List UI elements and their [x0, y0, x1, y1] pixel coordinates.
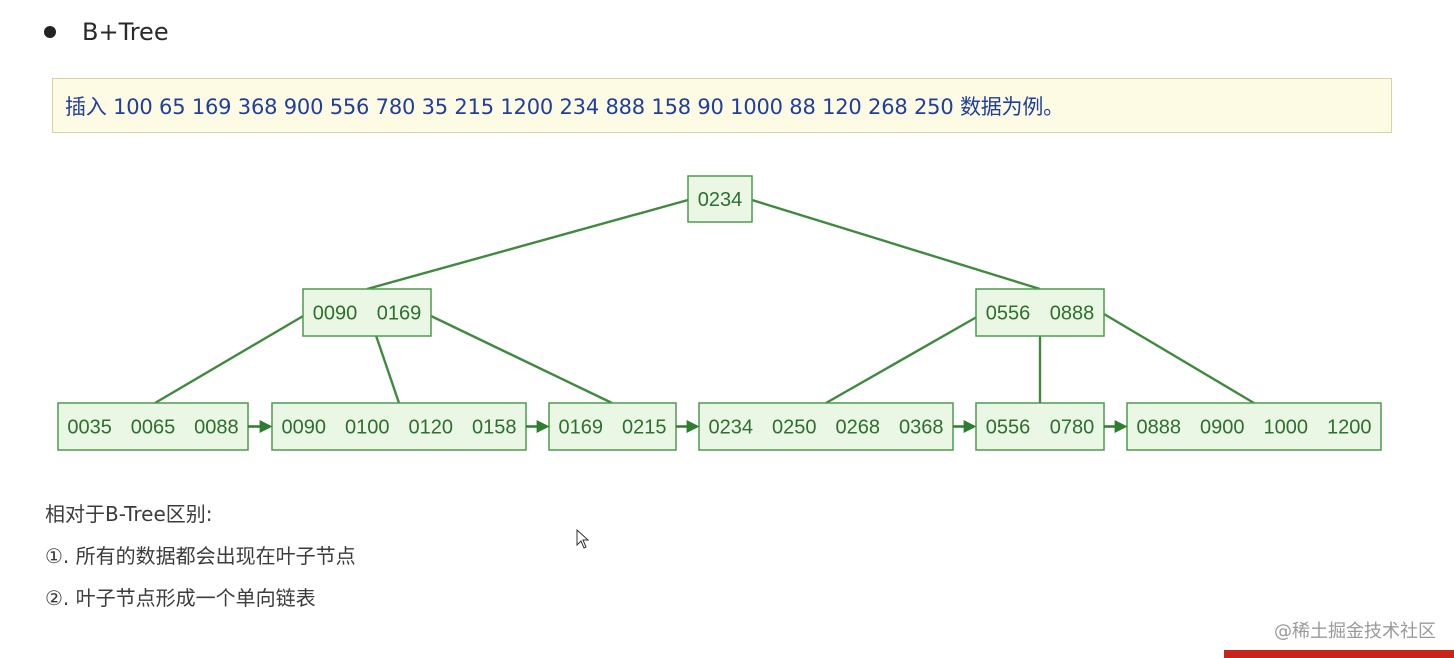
key-label: 0158 [472, 417, 517, 439]
edge-internal-to-leaf [154, 310, 311, 405]
edge-internal-to-leaf [825, 312, 983, 405]
key-label: 0090 [313, 303, 358, 325]
internal-node-box [302, 288, 432, 337]
insertion-sequence-text: 插入 100 65 169 368 900 556 780 35 215 120… [65, 94, 1064, 119]
key-label: 0556 [986, 303, 1031, 325]
key-label: 1200 [1327, 417, 1372, 439]
key-label: 0090 [282, 417, 327, 439]
watermark-text: @稀土掘金技术社区 [1274, 621, 1436, 642]
key-label: 0035 [67, 417, 112, 439]
key-label: 0556 [986, 417, 1031, 439]
leaf-node-box [698, 402, 954, 451]
key-label: 0065 [131, 417, 176, 439]
leaf-node: 0888 0900 1000 1200 [1126, 402, 1382, 451]
leaf-node: 0169 0215 [548, 402, 677, 451]
leaf-node: 0556 0780 [975, 402, 1105, 451]
root-node: 0234 [687, 175, 753, 223]
leaf-node-box [975, 402, 1105, 451]
difference-item-1: ①. 所有的数据都会出现在叶子节点 [45, 544, 356, 568]
difference-item-2: ②. 叶子节点形成一个单向链表 [45, 586, 316, 610]
key-label: 0900 [1200, 417, 1245, 439]
key-label: 0780 [1050, 417, 1095, 439]
leaf-node: 0234 0250 0268 0368 [698, 402, 954, 451]
key-label: 0250 [772, 417, 817, 439]
key-label: 0120 [409, 417, 454, 439]
example-note-box: 插入 100 65 169 368 900 556 780 35 215 120… [52, 78, 1392, 133]
edge-root-to-internal-left [366, 198, 689, 291]
key-label: 0234 [709, 417, 754, 439]
key-label: 0234 [698, 189, 743, 211]
leaf-node: 0090 0100 0120 0158 [271, 402, 527, 451]
section-heading: B+Tree [44, 14, 169, 50]
key-label: 0088 [194, 417, 239, 439]
difference-title: 相对于B-Tree区别: [45, 502, 213, 526]
key-label: 0888 [1137, 417, 1182, 439]
edge-internal-to-leaf [1103, 312, 1255, 405]
key-label: 0169 [559, 417, 604, 439]
internal-node: 0556 0888 [975, 288, 1105, 337]
heading-text: B+Tree [82, 18, 169, 46]
key-label: 0100 [345, 417, 390, 439]
key-label: 0268 [836, 417, 881, 439]
leaf-node-box [1126, 402, 1382, 451]
edge-root-to-internal-right [751, 198, 1041, 291]
internal-node: 0090 0169 [302, 288, 432, 337]
bullet-icon [44, 26, 56, 38]
mouse-cursor-icon [576, 529, 590, 549]
key-label: 1000 [1264, 417, 1309, 439]
key-label: 0215 [622, 417, 667, 439]
leaf-node: 0035 0065 0088 [57, 402, 249, 451]
edge-internal-to-leaf [430, 314, 613, 405]
key-label: 0888 [1050, 303, 1095, 325]
key-label: 0368 [899, 417, 944, 439]
bottom-accent-bar [1224, 650, 1454, 658]
bplus-tree-diagram: 0234 0090 0169 0556 0888 0035 0065 0088 0090 0100… [57, 175, 1382, 451]
key-label: 0169 [377, 303, 422, 325]
root-node-box [687, 175, 753, 223]
internal-node-box [975, 288, 1105, 337]
